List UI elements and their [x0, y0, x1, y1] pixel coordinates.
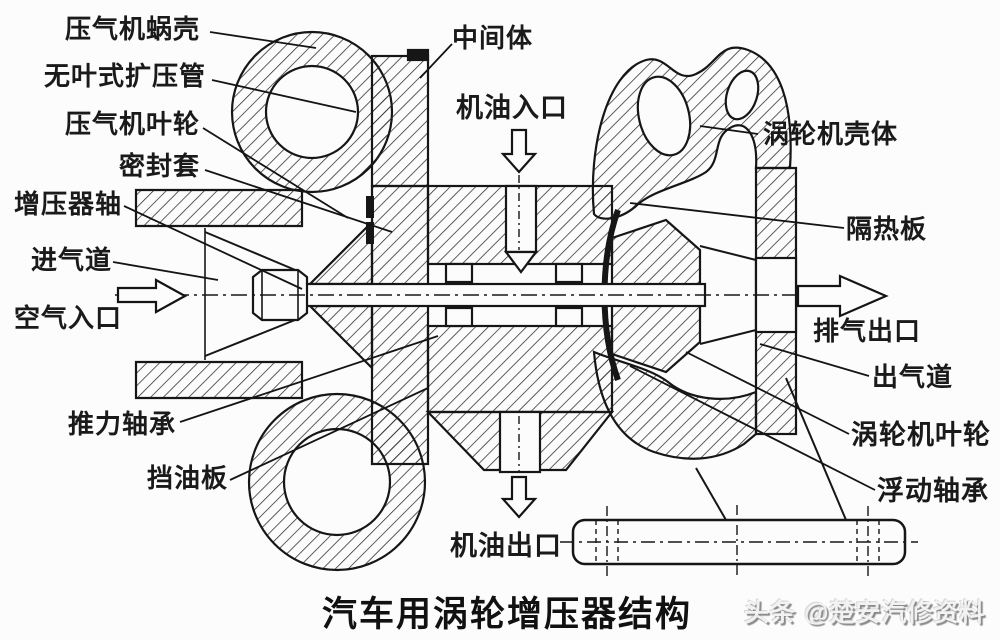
label-intake-duct: 进气道 [30, 245, 112, 275]
oil-drain-channel [498, 410, 542, 474]
flow-arrows [116, 128, 889, 519]
label-center-housing: 中间体 [452, 23, 534, 53]
backplate-web [370, 184, 430, 466]
leader-compressor-impeller [202, 127, 349, 219]
leader-heat-shield [629, 202, 845, 229]
leader-thrust-bearing [179, 335, 439, 423]
bearing-block [444, 306, 474, 328]
leader-turbine-housing [699, 125, 759, 135]
label-vaneless-diffuser: 无叶式扩压管 [43, 61, 206, 91]
label-thrust-bearing: 推力轴承 [67, 409, 176, 439]
label-exhaust-outlet: 排气出口 [813, 316, 922, 346]
leader-seal-sleeve [204, 169, 393, 233]
center-housing-lower [426, 324, 614, 414]
bearing-block [444, 262, 474, 284]
leader-floating-bearing [629, 365, 876, 491]
exhaust-outlet-arrow [796, 274, 889, 318]
leader-vaneless-diffuser [211, 79, 357, 113]
oil-inlet-channel [504, 184, 538, 254]
compressor-wheel-lower [307, 304, 374, 371]
leader-oil-baffle [229, 387, 429, 481]
leader-intake-duct [112, 261, 219, 281]
leader-compressor-volute [209, 31, 317, 49]
label-compressor-volute: 压气机蜗壳 [64, 14, 200, 44]
center-housing-column [370, 54, 430, 188]
housing-shapes [134, 30, 907, 572]
label-compressor-impeller: 压气机叶轮 [64, 109, 200, 139]
label-heat-shield: 隔热板 [846, 214, 928, 244]
shaft-nut [251, 268, 309, 322]
leader-lines [112, 31, 876, 491]
label-seal-sleeve: 密封套 [118, 151, 200, 181]
leader-outlet-duct [759, 343, 870, 377]
label-outlet-duct: 出气道 [872, 362, 954, 392]
label-oil-baffle: 挡油板 [146, 463, 228, 493]
label-oil-outlet: 机油出口 [450, 531, 562, 561]
leader-center-housing [419, 43, 453, 79]
centerlines [115, 175, 918, 578]
figure-title: 汽车用涡轮增压器结构 [322, 595, 693, 634]
compressor-wheel-upper [307, 219, 374, 286]
label-floating-bearing: 浮动轴承 [877, 476, 989, 506]
oil-outlet-arrow [500, 475, 538, 519]
watermark-byline: 头条 @楚安汽修资料 [744, 599, 986, 627]
bearing-block [554, 306, 584, 328]
intake-duct-top-wall [134, 188, 304, 228]
leader-turbo-shaft [123, 205, 303, 290]
label-turbo-shaft: 增压器轴 [13, 189, 122, 219]
intake-duct-bottom-wall [134, 360, 304, 400]
label-oil-inlet: 机油入口 [456, 93, 568, 123]
label-air-inlet: 空气入口 [13, 303, 122, 333]
label-turbine-impeller: 涡轮机叶轮 [851, 420, 991, 450]
label-turbine-housing: 涡轮机壳体 [763, 119, 899, 149]
bearing-block [554, 262, 584, 284]
air-inlet-arrow [116, 278, 188, 314]
oil-inlet-arrow [500, 128, 538, 174]
turbine-housing-bottom [592, 350, 758, 460]
leader-turbine-impeller [685, 351, 850, 435]
